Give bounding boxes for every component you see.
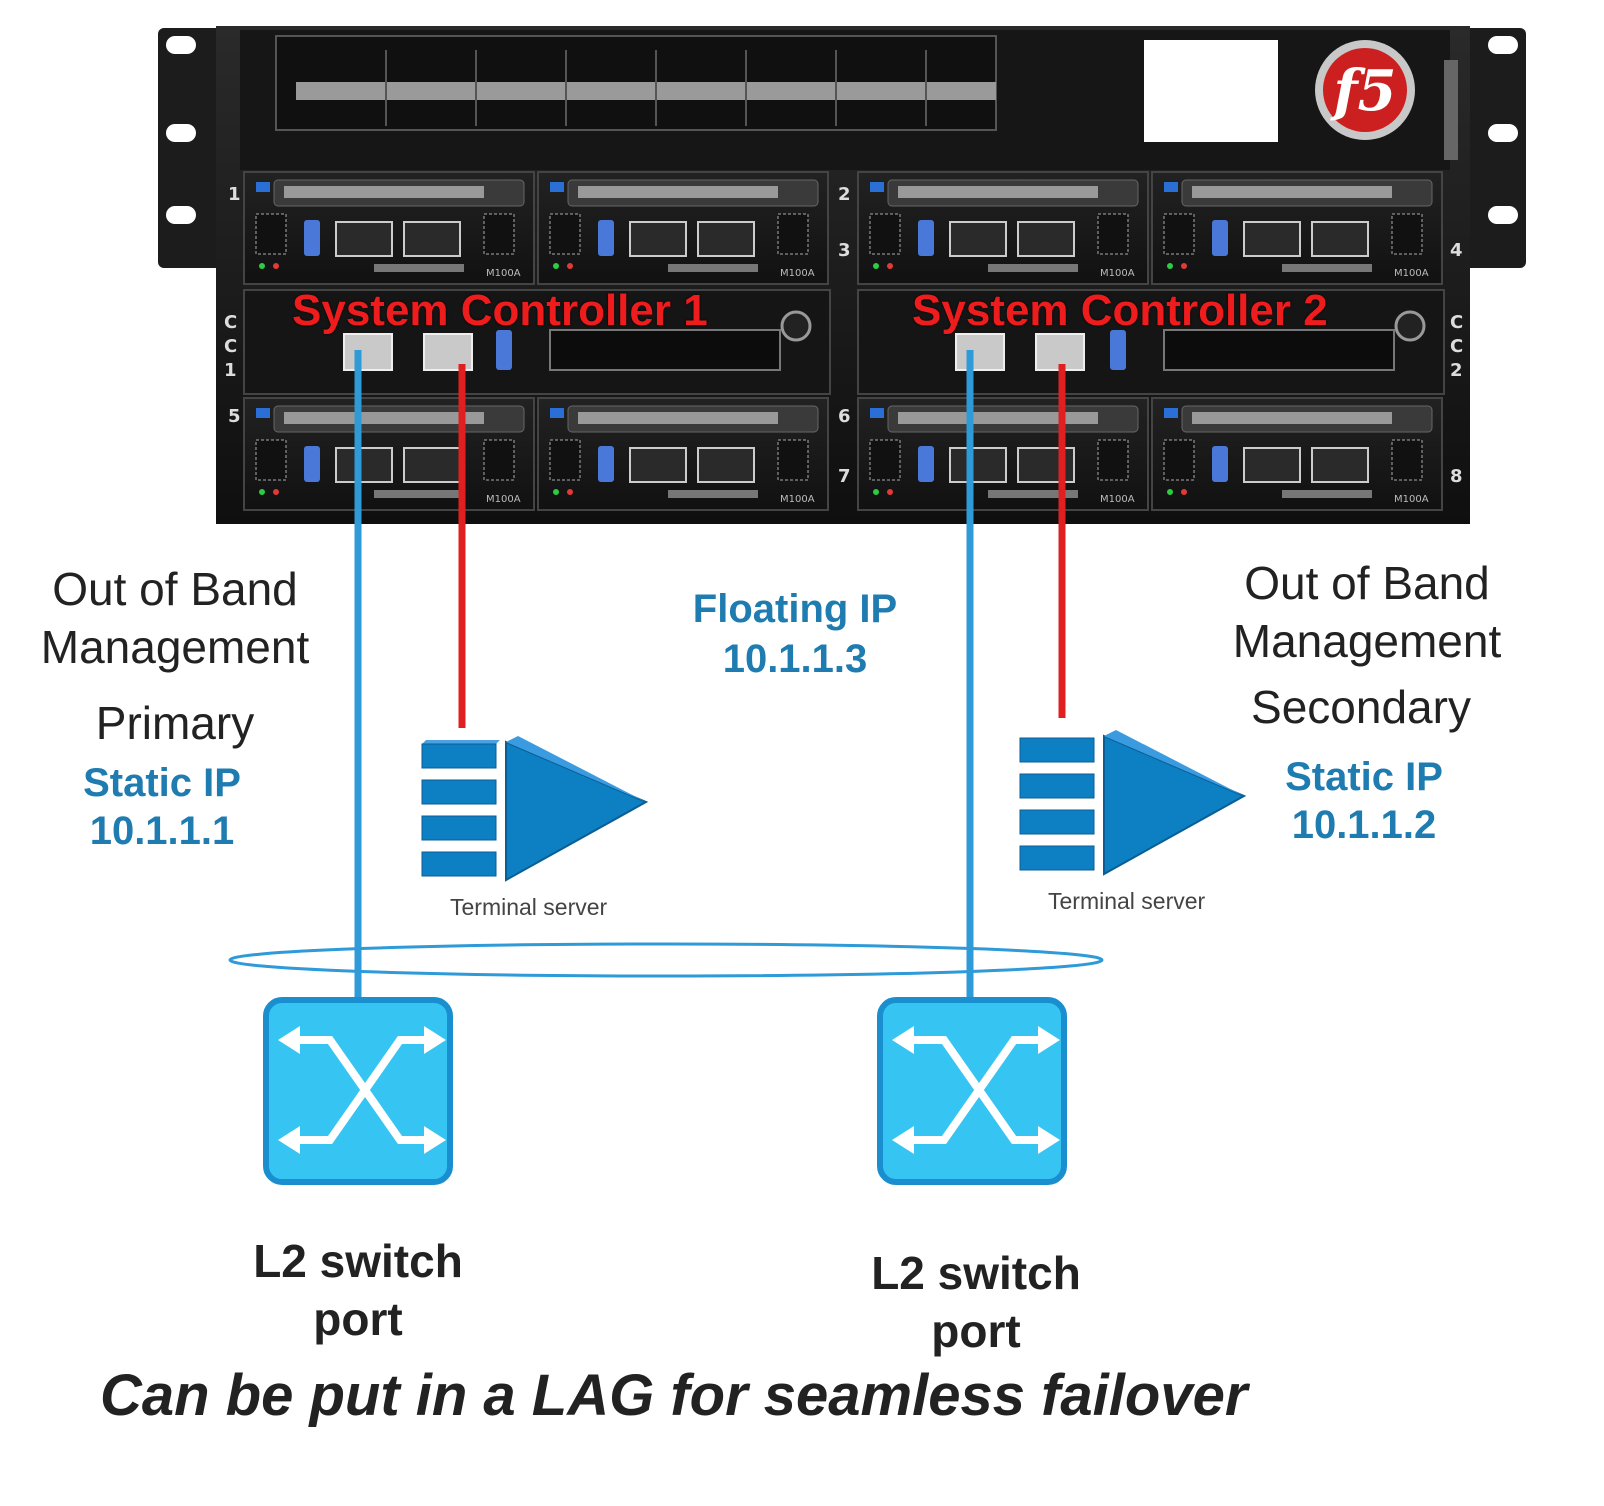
right-switch-label-line1: L2 switch [871, 1247, 1081, 1299]
right-static-ip-label: Static IP [1285, 755, 1443, 799]
floating-ip-label: Floating IP [692, 587, 898, 631]
cc2-label-num: 2 [1450, 360, 1463, 381]
cc1-label-c1: C [224, 312, 237, 333]
left-oob-title-line2: Management [40, 621, 310, 673]
slot-number-2: 2 [838, 184, 851, 205]
rack-ear-right [1462, 28, 1526, 268]
cc1-label-c2: C [224, 336, 237, 357]
left-oob-title-line1: Out of Band [52, 563, 298, 615]
slot-number-5: 5 [228, 406, 241, 427]
sc2-mgmt-port [955, 333, 1005, 371]
left-static-ip-label: Static IP [83, 761, 241, 805]
system-controller-2-label: System Controller 2 [912, 286, 1328, 335]
lag-ellipse [228, 942, 1104, 978]
slot-number-1: 1 [228, 184, 241, 205]
left-static-ip-value: 10.1.1.1 [89, 809, 235, 853]
slot-number-6: 6 [838, 406, 851, 427]
left-switch-label-line2: port [313, 1293, 403, 1345]
system-controller-1-label: System Controller 1 [292, 286, 708, 335]
lag-footer-caption: Can be put in a LAG for seamless failove… [100, 1363, 1248, 1428]
cc1-label-num: 1 [224, 360, 237, 381]
left-role-label: Primary [95, 697, 255, 749]
right-role-label: Secondary [1251, 681, 1471, 733]
right-switch-label-line2: port [931, 1305, 1021, 1357]
terminal-server-icon-primary [421, 736, 649, 882]
f5-logo-text: f5 [1329, 58, 1396, 124]
slot-number-8: 8 [1450, 466, 1463, 487]
floating-ip-value: 10.1.1.3 [722, 637, 868, 681]
lcd-panel [1144, 40, 1278, 142]
left-switch-label-line1: L2 switch [253, 1235, 463, 1287]
rack-ear-left [158, 28, 222, 268]
right-oob-title-line2: Management [1232, 615, 1502, 667]
terminal-server-label-secondary: Terminal server [1048, 888, 1206, 914]
l2-switch-icon-primary [263, 997, 453, 1185]
terminal-server-label-primary: Terminal server [450, 894, 608, 920]
sc1-mgmt-port [343, 333, 393, 371]
cc2-label-c2: C [1450, 336, 1463, 357]
right-oob-title-line1: Out of Band [1244, 557, 1490, 609]
cc2-label-c1: C [1450, 312, 1463, 333]
right-static-ip-value: 10.1.1.2 [1291, 803, 1437, 847]
slot-number-3: 3 [838, 240, 851, 261]
slot-number-7: 7 [838, 466, 851, 487]
l2-switch-icon-secondary [877, 997, 1067, 1185]
slot-number-4: 4 [1450, 240, 1463, 261]
terminal-server-icon-secondary [1019, 730, 1247, 876]
